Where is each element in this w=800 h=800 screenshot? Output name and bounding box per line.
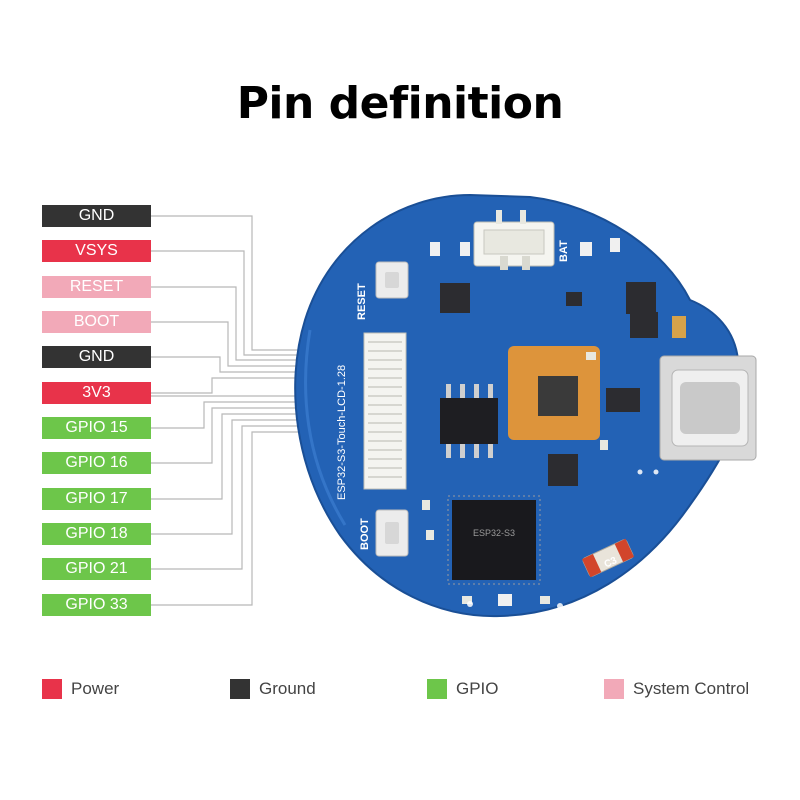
legend-swatch-gpio (427, 679, 447, 699)
small-ics (440, 282, 658, 486)
wire (151, 401, 374, 429)
imu-area (508, 346, 600, 440)
pin-label-vsys: VSYS (42, 240, 151, 262)
pin-label-gpio15: GPIO 15 (42, 417, 151, 439)
battery-connector (473, 210, 555, 270)
legend-item-system: System Control (604, 678, 749, 700)
pin-label-gpio33: GPIO 33 (42, 594, 151, 616)
passives (422, 238, 686, 606)
capacitor-c3 (582, 538, 634, 578)
boot-button (375, 509, 409, 557)
reset-silkscreen: RESET (356, 283, 368, 320)
pin-label-3v3: 3V3 (42, 382, 151, 404)
legend-item-gpio: GPIO (427, 678, 499, 700)
c3-silkscreen: C3 (603, 555, 620, 571)
legend-item-ground: Ground (230, 678, 316, 700)
legend-label: GPIO (456, 679, 499, 698)
pin-label-gpio18: GPIO 18 (42, 523, 151, 545)
usb-c-connector (659, 355, 757, 461)
reset-button (375, 261, 409, 299)
legend-item-power: Power (42, 678, 119, 700)
flash-chip (440, 384, 498, 458)
legend-label: Ground (259, 679, 316, 698)
esp32-chip-label: ESP32-S3 (473, 528, 515, 538)
pin-label-boot: BOOT (42, 311, 151, 333)
fpc-connector (363, 332, 407, 490)
bat-silkscreen: BAT (558, 240, 570, 262)
pin-label-gpio16: GPIO 16 (42, 452, 151, 474)
legend-label: System Control (633, 679, 750, 698)
pin-label-reset: RESET (42, 276, 151, 298)
page-title: Pin definition (236, 78, 564, 129)
pin-label-gpio21: GPIO 21 (42, 558, 151, 580)
boot-silkscreen: BOOT (359, 518, 371, 550)
model-silkscreen: ESP32-S3-Touch-LCD-1.28 (336, 365, 348, 500)
legend-swatch-ground (230, 679, 250, 699)
pin-label-gpio17: GPIO 17 (42, 488, 151, 510)
wire (151, 377, 374, 394)
pin-label-gnd-2: GND (42, 346, 151, 368)
legend-swatch-power (42, 679, 62, 699)
wire (151, 407, 374, 464)
legend-label: Power (71, 679, 120, 698)
legend-swatch-system (604, 679, 624, 699)
pin-label-gnd-1: GND (42, 205, 151, 227)
esp32-chip (447, 495, 541, 585)
